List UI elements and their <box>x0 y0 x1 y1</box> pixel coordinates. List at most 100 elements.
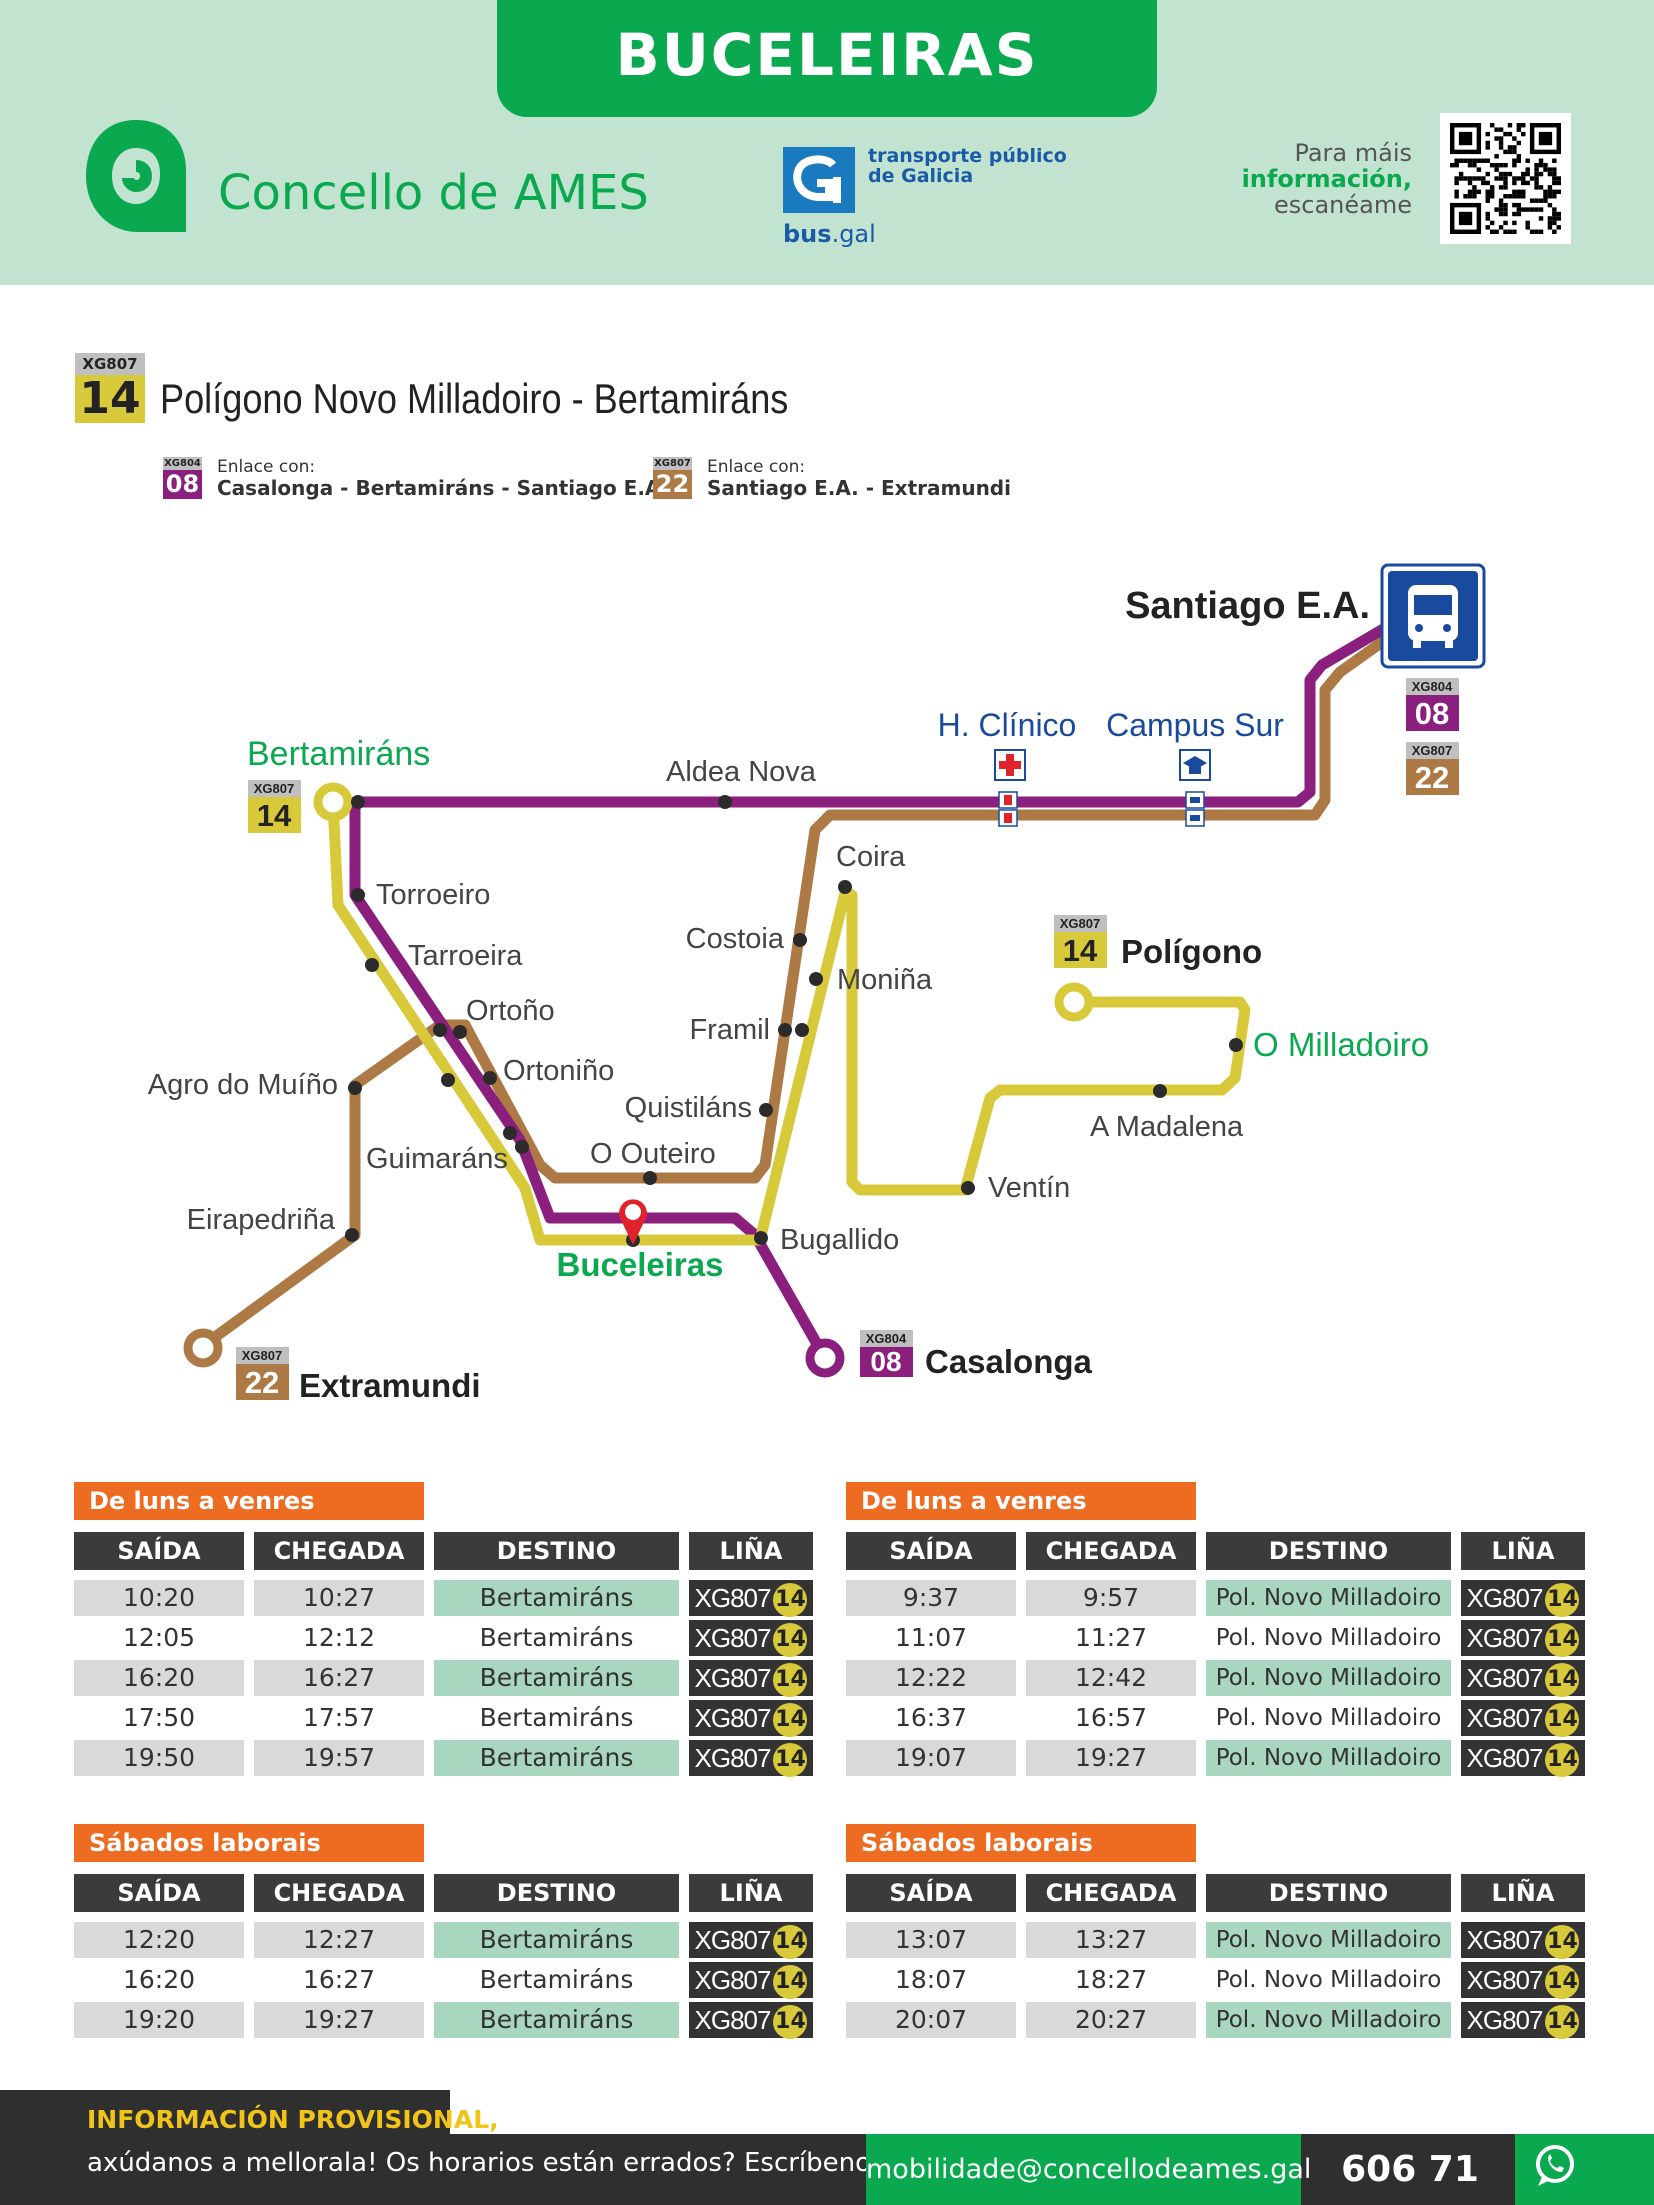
link-name: Casalonga - Bertamiráns - Santiago E.A. <box>217 476 669 500</box>
footer-tab <box>0 2090 450 2145</box>
line-code: XG807 <box>694 1925 772 1955</box>
label-ortonino: Ortoniño <box>503 1055 614 1087</box>
whatsapp-button[interactable] <box>1515 2134 1654 2205</box>
graduation-cap-icon <box>1179 749 1211 781</box>
destination: Bertamiráns <box>434 1580 679 1616</box>
label-buceleiras: Buceleiras <box>557 1246 724 1283</box>
stop-dot <box>441 1073 455 1087</box>
line-number: 14 <box>773 2005 808 2039</box>
line-code: XG807 <box>1466 1583 1544 1613</box>
stop-dot <box>795 1023 809 1037</box>
label-costoia: Costoia <box>686 923 785 955</box>
destination: Pol. Novo Milladoiro <box>1215 1625 1442 1651</box>
link-label: Enlace con: <box>217 457 316 477</box>
label-a-madalena: A Madalena <box>1090 1111 1244 1143</box>
departure-time: 19:50 <box>74 1740 244 1776</box>
badge-number: 14 <box>1063 933 1098 968</box>
destination: Bertamiráns <box>434 1740 679 1776</box>
qr-code[interactable] <box>1440 113 1571 244</box>
arrival-time: 19:27 <box>254 2002 424 2038</box>
line-14-path <box>327 801 1251 1246</box>
departure-time: 18:07 <box>894 1965 968 1994</box>
label-o-milladoiro: O Milladoiro <box>1253 1026 1429 1063</box>
destination: Pol. Novo Milladoiro <box>1215 1705 1442 1731</box>
line-code: XG807 <box>1466 1925 1544 1955</box>
line-code: XG807 <box>694 1623 772 1653</box>
line-number: 14 <box>1545 1663 1580 1697</box>
label-monina: Moniña <box>837 964 933 996</box>
provisional-info: INFORMACIÓN PROVISIONAL, <box>87 2105 499 2134</box>
badge-number: 14 <box>257 798 292 833</box>
stop-dot <box>754 1231 768 1245</box>
busgal-brand-name: bus <box>783 220 832 248</box>
stop-dot <box>515 1140 529 1154</box>
info-line3: escanéame <box>1274 191 1412 219</box>
destination: Bertamiráns <box>479 1623 634 1652</box>
label-bertamirans: Bertamiráns <box>247 735 430 773</box>
info-line1: Para máis <box>1294 139 1412 167</box>
arrival-time: 9:57 <box>1026 1580 1196 1616</box>
line-code: XG807 <box>1466 2005 1544 2035</box>
line-code: XG807 <box>1466 1623 1544 1653</box>
busgal-tagline-line1: transporte público <box>868 145 1067 167</box>
arrival-time: 12:27 <box>254 1922 424 1958</box>
label-agro: Agro do Muíño <box>148 1069 338 1101</box>
timetable-weekday-right: De luns a venres laboraisSAÍDACHEGADADES… <box>846 1482 1586 1792</box>
badge-code: XG804 <box>866 1331 907 1346</box>
contact-email[interactable]: mobilidade@concellodeames.gal <box>866 2134 1311 2205</box>
link-badge-08: XG804 08 <box>163 457 202 499</box>
stop-dot <box>759 1103 773 1117</box>
stop-dot <box>1229 1038 1243 1052</box>
contact-phone[interactable]: 606 71 41 63 <box>1341 2149 1479 2190</box>
line-number: 14 <box>1545 1623 1580 1657</box>
route-number: 14 <box>75 375 145 423</box>
column-header-chegada: CHEGADA <box>254 1874 424 1912</box>
stop-dot <box>351 795 365 809</box>
stop-dot <box>351 888 365 902</box>
departure-time: 19:20 <box>74 2002 244 2038</box>
link-badge-number: 08 <box>163 470 202 499</box>
badge-number: 08 <box>870 1346 901 1377</box>
badge-number: 08 <box>1415 696 1449 731</box>
column-header-linha: LIÑA <box>1461 1874 1585 1912</box>
whatsapp-icon <box>1536 2145 1574 2186</box>
badge-code: XG807 <box>1412 743 1452 758</box>
badge-22-extramundi: XG807 22 <box>236 1347 289 1400</box>
label-framil: Framil <box>689 1014 770 1046</box>
column-header-saida: SAÍDA <box>846 1532 1016 1570</box>
stop-dot <box>643 1171 657 1185</box>
column-header-saida: SAÍDA <box>74 1532 244 1570</box>
label-quistilans: Quistiláns <box>625 1092 752 1124</box>
destination: Bertamiráns <box>479 1965 634 1994</box>
line-number: 14 <box>773 1663 808 1697</box>
destination: Pol. Novo Milladoiro <box>1215 1967 1442 1993</box>
line-08-path <box>349 623 1388 1361</box>
timetable-title: De luns a venres laborais <box>846 1482 1196 1553</box>
arrival-time: 16:57 <box>1074 1703 1148 1732</box>
badge-14-bertamirans: XG807 14 <box>248 780 301 833</box>
destination: Bertamiráns <box>479 1703 634 1732</box>
badge-22-santiago: XG807 22 <box>1406 742 1459 795</box>
column-header-linha: LIÑA <box>689 1874 813 1912</box>
arrival-time: 10:27 <box>254 1580 424 1616</box>
label-ortono: Ortoño <box>466 995 555 1027</box>
timetable-title: Sábados laborais <box>74 1824 424 1862</box>
column-header-destino: DESTINO <box>1206 1532 1451 1570</box>
arrival-time: 17:57 <box>302 1703 376 1732</box>
line-number: 14 <box>1545 1965 1580 1999</box>
